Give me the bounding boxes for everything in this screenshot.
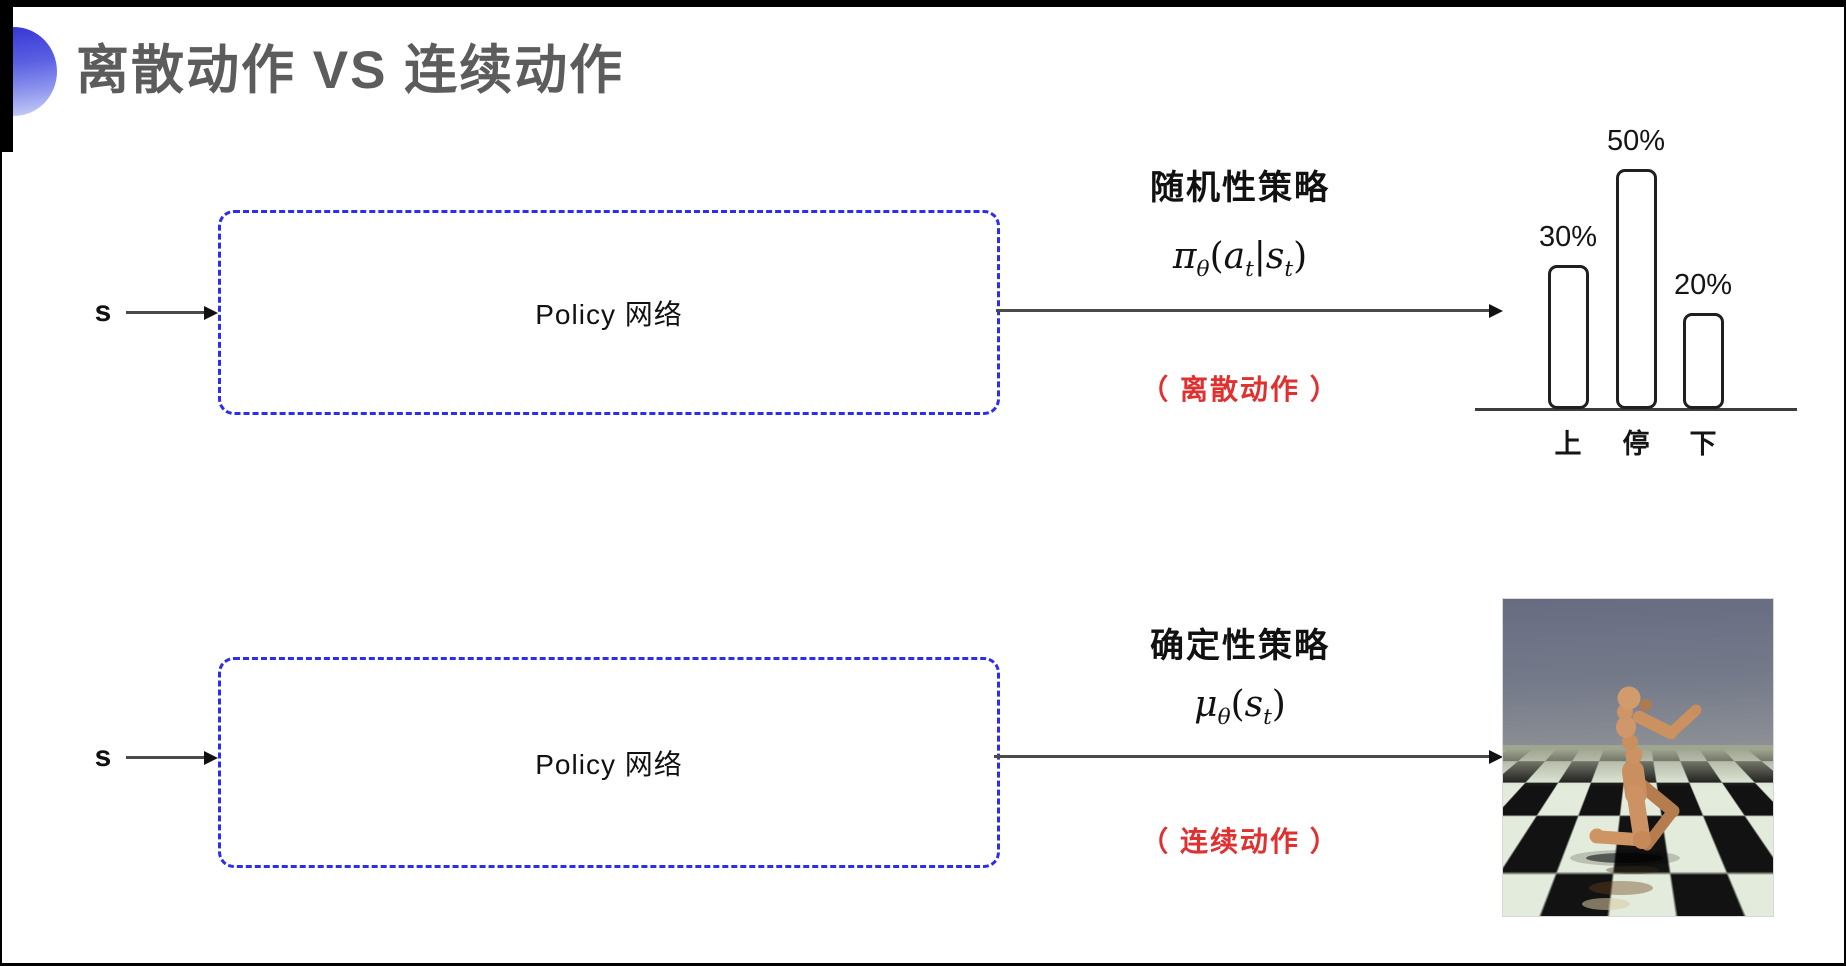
formula-paren-open: ( (1230, 684, 1245, 725)
formula-theta-sub: θ (1196, 257, 1210, 283)
continuous-action-label: （ 连续动作 ） (1140, 826, 1340, 857)
frame-top-bar (0, 0, 1846, 7)
policy-network-box-bottom: Policy 网络 (218, 657, 1000, 868)
chart-baseline (1475, 408, 1797, 411)
action-category-label: 下 (1689, 429, 1717, 459)
prob-bar (1547, 265, 1589, 409)
formula-s: s (1265, 236, 1285, 277)
humanoid-figure (1570, 686, 1702, 910)
action-category-label: 上 (1554, 429, 1582, 459)
action-category-label: 停 (1622, 429, 1650, 459)
input-arrow-bottom (126, 756, 206, 759)
formula-bar: | (1253, 236, 1266, 277)
frame-left-bar (0, 0, 2, 966)
formula-a-sub: t (1245, 257, 1254, 283)
prob-value-label: 20% (1673, 269, 1733, 301)
formula-mu: μ (1194, 684, 1218, 725)
input-arrowhead-top (204, 306, 218, 320)
input-arrowhead-bottom (204, 751, 218, 765)
action-prob-chart: 30% 上 50% 停 20% 下 (1460, 100, 1805, 460)
stochastic-policy-title: 随机性策略 (1150, 169, 1330, 207)
formula-paren-close: ) (1293, 236, 1308, 277)
policy-network-label-top: Policy 网络 (535, 298, 683, 330)
accent-shape (13, 27, 58, 116)
prob-bar (1682, 313, 1724, 409)
frame-right-bar (1844, 0, 1846, 966)
output-arrowhead-bottom (1489, 750, 1503, 764)
deterministic-policy-formula: μθ(st) (1085, 684, 1395, 728)
policy-network-box-top: Policy 网络 (218, 210, 1000, 415)
stochastic-policy-formula: πθ(at|st) (1085, 236, 1395, 280)
prob-bar (1615, 169, 1657, 409)
policy-network-label-bottom: Policy 网络 (535, 748, 683, 780)
formula-pi: π (1172, 236, 1197, 277)
input-arrow-top (126, 311, 206, 314)
state-input-label-top: s (94, 295, 112, 328)
formula-paren-open: ( (1209, 236, 1224, 277)
discrete-action-label: （ 离散动作 ） (1140, 374, 1340, 405)
formula-paren-close: ) (1271, 684, 1286, 725)
frame-bottom-bar (0, 963, 1846, 966)
prob-value-label: 50% (1606, 125, 1666, 157)
page-title: 离散动作 VS 连续动作 (76, 41, 625, 100)
formula-s-sub: t (1263, 705, 1272, 731)
formula-theta-sub: θ (1217, 705, 1231, 731)
prob-value-label: 30% (1538, 221, 1598, 253)
formula-a: a (1223, 236, 1246, 277)
output-arrowhead-top (1489, 304, 1503, 318)
deterministic-policy-title: 确定性策略 (1150, 627, 1330, 665)
output-arrow-top (996, 309, 1490, 312)
mujoco-humanoid-image (1502, 598, 1774, 917)
frame-corner-strip (0, 0, 13, 152)
formula-s-sub: t (1284, 257, 1294, 283)
accent-circle-icon (13, 27, 57, 116)
state-input-label-bottom: s (94, 740, 112, 773)
output-arrow-bottom (994, 755, 1490, 758)
formula-s: s (1244, 684, 1264, 725)
